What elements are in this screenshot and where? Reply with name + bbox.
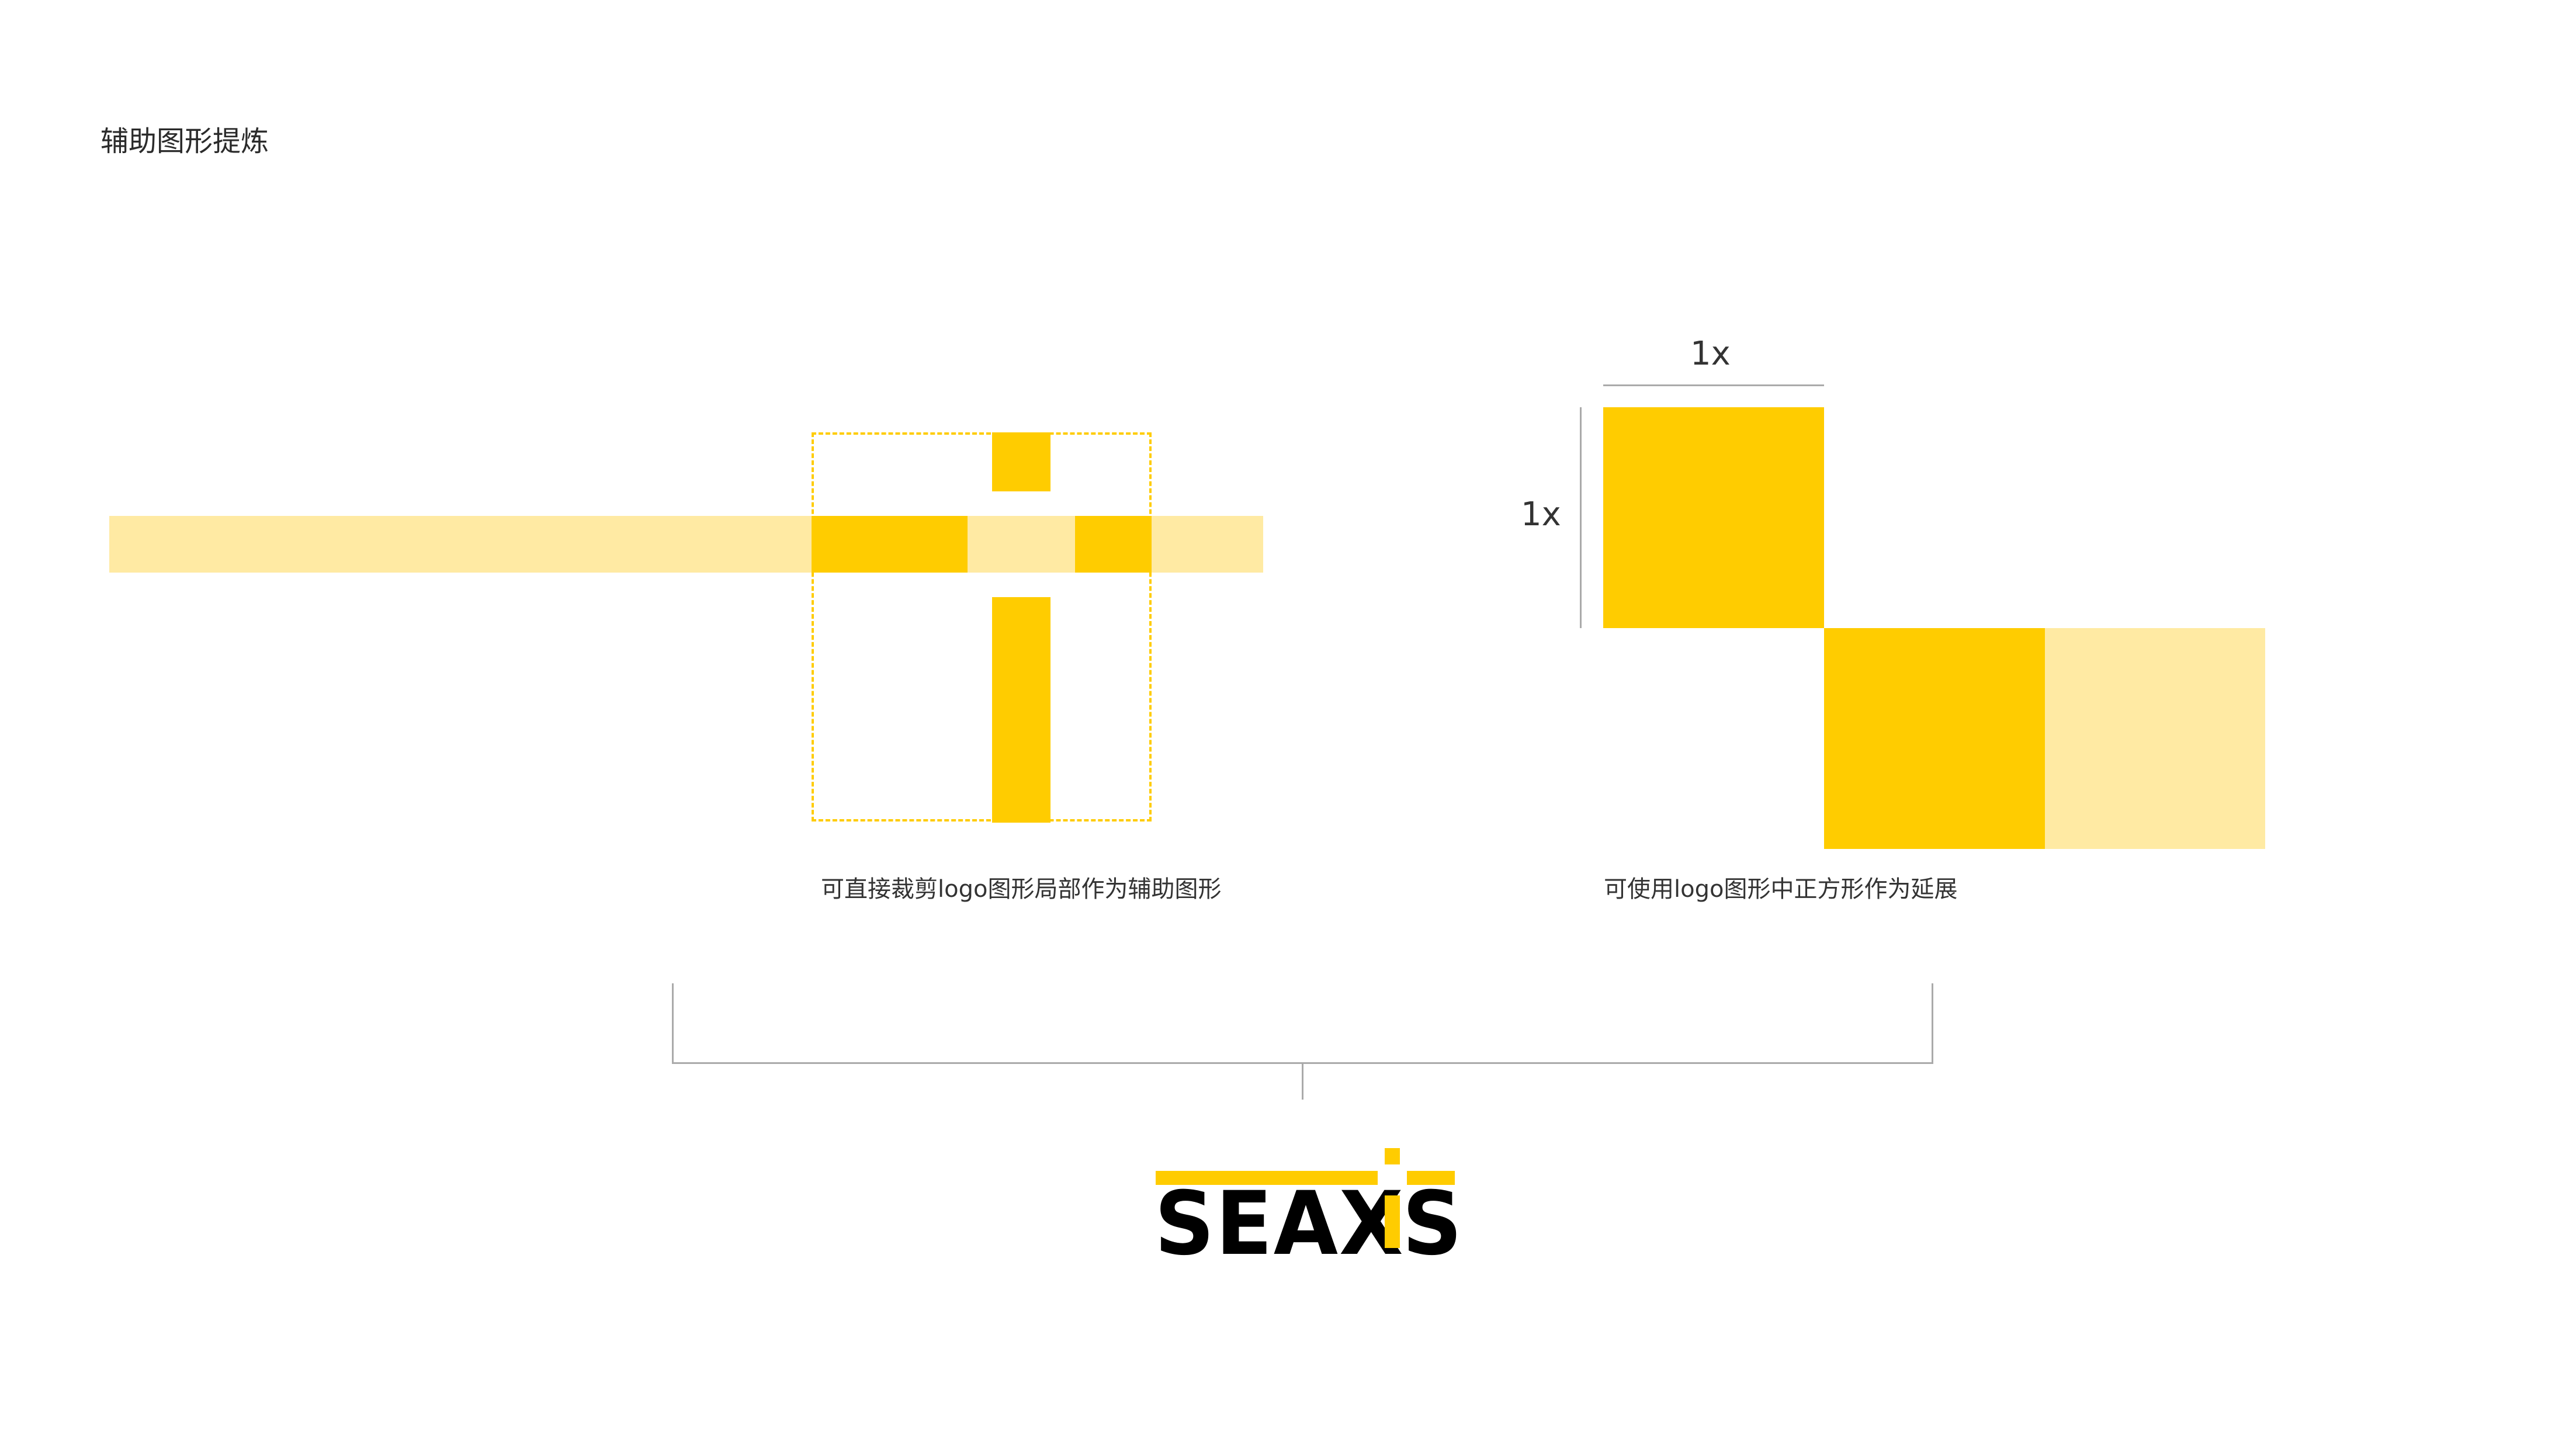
square-bottom: [1824, 628, 2045, 849]
logo-bar-left: [1156, 1171, 1378, 1185]
horizontal-bar-right: [1075, 516, 1152, 573]
horizontal-band-light: [109, 516, 1263, 573]
bracket-right-leg: [1932, 983, 1933, 1064]
page-title: 辅助图形提炼: [100, 125, 269, 158]
height-dimension-line: [1580, 407, 1582, 628]
logo-i-stem: [1385, 1195, 1400, 1248]
width-dimension-line: [1603, 384, 1824, 386]
bracket-stem: [1302, 1062, 1303, 1100]
crop-frame: [812, 432, 1152, 821]
i-dot-block: [992, 432, 1050, 491]
square-top: [1603, 407, 1824, 628]
height-dimension-label: 1x: [1521, 495, 1561, 533]
left-caption: 可直接裁剪logo图形局部作为辅助图形: [821, 876, 1222, 903]
bracket-left-leg: [672, 983, 674, 1064]
horizontal-bar-left: [812, 516, 968, 573]
logo-bar-right: [1407, 1171, 1455, 1185]
seaxis-logo: SEAX S: [1154, 1145, 1462, 1268]
logo-wordmark-start: SEAX: [1154, 1173, 1405, 1275]
logo-i-dot: [1385, 1148, 1400, 1164]
right-caption: 可使用logo图形中正方形作为延展: [1604, 876, 1958, 903]
width-dimension-label: 1x: [1690, 335, 1731, 373]
logo-wordmark-end: S: [1402, 1173, 1464, 1275]
square-extension: [2045, 628, 2265, 849]
i-stem-block: [992, 597, 1050, 823]
